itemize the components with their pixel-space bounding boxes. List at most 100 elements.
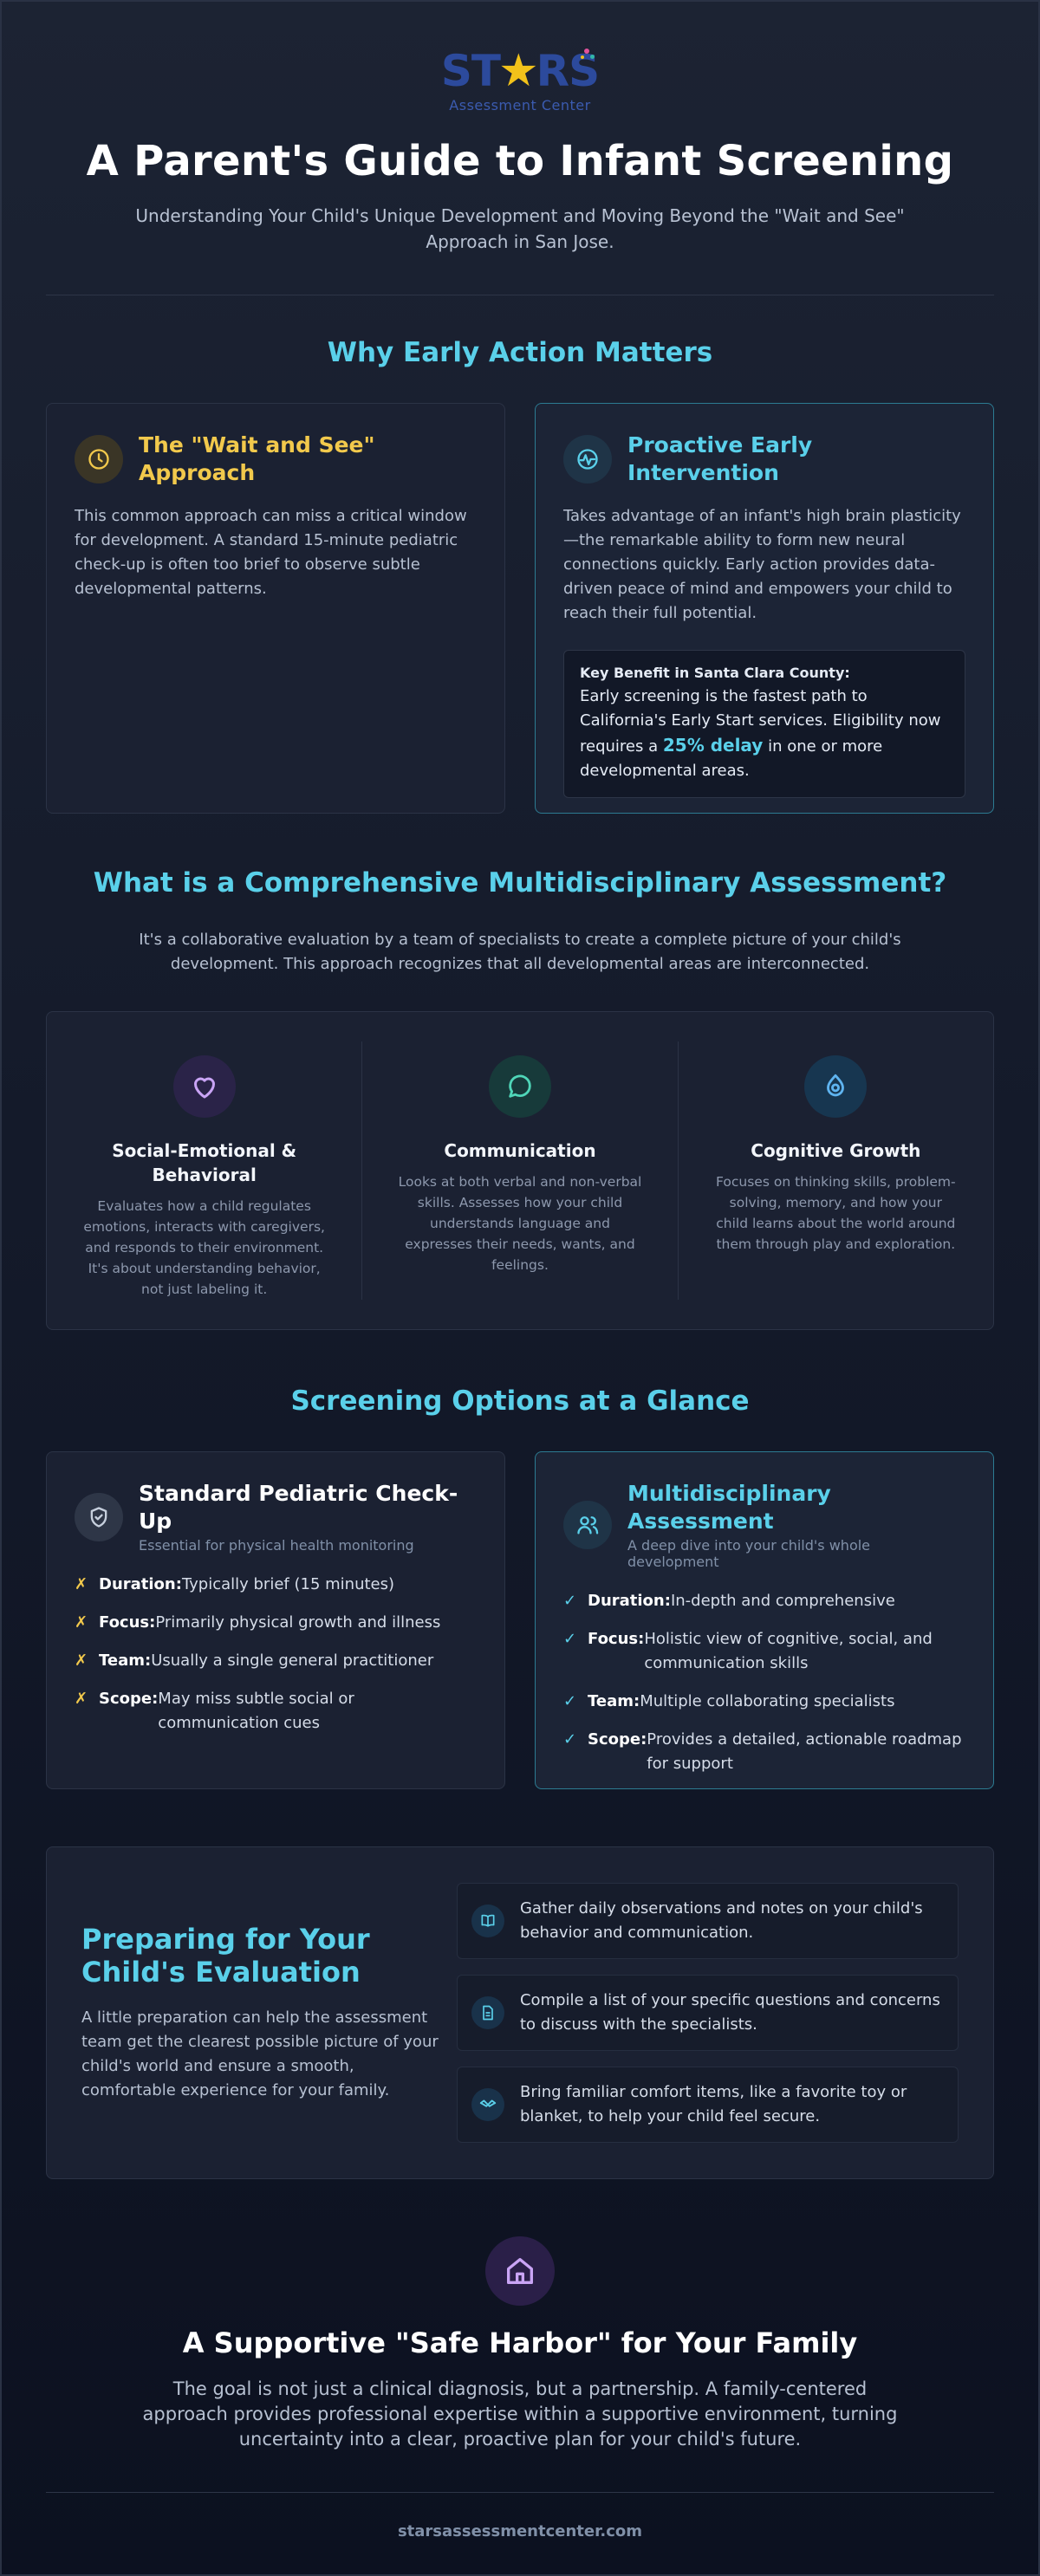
row-value: May miss subtle social or communication … [158,1690,354,1732]
users-icon [563,1501,612,1549]
page-header: ST★RS Assessment Center A Parent's Guide… [46,2,994,255]
row-value: Holistic view of cognitive, social, and … [644,1630,933,1672]
x-mark-icon: ✗ [75,1575,88,1593]
pillar-title: Cognitive Growth [751,1140,921,1161]
safe-harbor-text: The goal is not just a clinical diagnosi… [142,2378,898,2449]
list-item: ✓ Focus:Holistic view of cognitive, socia… [563,1627,965,1676]
clock-icon [75,435,123,483]
row-key: Scope: [99,1690,159,1708]
multi-card-subtitle: A deep dive into your child's whole deve… [627,1537,871,1570]
page-container: ST★RS Assessment Center A Parent's Guide… [46,2,994,2540]
logo-wordmark: ST★RS [440,45,601,97]
row-key: Focus: [99,1613,156,1632]
logo-sparkle-dots [579,47,596,64]
check-mark-icon: ✓ [563,1630,577,1648]
home-icon [485,2236,555,2306]
row-value: Typically brief (15 minutes) [181,1575,395,1593]
multi-card-title: Multidisciplinary Assessment [627,1481,831,1534]
lightbulb-icon [804,1055,868,1118]
pillar-text: Looks at both verbal and non-verbal skil… [398,1174,642,1273]
logo-word-left: ST [440,46,501,96]
chat-bubble-icon [488,1055,551,1118]
safe-harbor-title: A Supportive "Safe Harbor" for Your Fami… [182,2326,858,2359]
why-early-cards: The "Wait and See" Approach This common … [46,403,994,814]
standard-card-heading: Standard Pediatric Check-Up Essential fo… [139,1480,477,1554]
wait-card-header: The "Wait and See" Approach [75,431,477,487]
check-mark-icon: ✓ [563,1692,577,1710]
list-item: ✓Scope:Provides a detailed, actionable r… [563,1728,965,1776]
multi-card-list: ✓Duration:In-depth and comprehensive ✓ Fo… [563,1589,965,1776]
row-value: Multiple collaborating specialists [640,1692,895,1710]
preparation-text: A little preparation can help the assess… [81,2008,439,2099]
row-key: Duration: [588,1592,671,1610]
row-value: Usually a single general practitioner [151,1651,434,1670]
list-item: ✗Scope:May miss subtle social or communi… [75,1687,477,1736]
list-item: ✓ Team:Multiple collaborating specialists [563,1690,965,1714]
multi-card-header: Multidisciplinary Assessment A deep dive… [563,1480,965,1570]
pillar-title: Communication [444,1140,596,1161]
preparation-title: Preparing for Your Child's Evaluation [81,1923,370,1989]
star-icon: ★ [498,45,539,97]
list-item: ✓Duration:In-depth and comprehensive [563,1589,965,1613]
key-benefit-box: Key Benefit in Santa Clara County: Early… [563,650,965,798]
row-key: Focus: [588,1630,645,1648]
list-item: Gather daily observations and notes on y… [456,1883,959,1959]
assessment-pillars: Social-Emotional & Behavioral Evaluates … [46,1011,994,1330]
checklist-item-text: Bring familiar comfort items, like a fav… [519,2083,907,2125]
pillar-communication: Communication Looks at both verbal and n… [361,1041,677,1300]
preparation-section: Preparing for Your Child's Evaluation A … [46,1846,994,2179]
list-item: ✗ Duration:Typically brief (15 minutes) [75,1573,477,1597]
page-title: A Parent's Guide to Infant Screening [86,137,954,185]
key-benefit-text-after: in one or more developmental areas. [580,737,883,780]
pillar-title: Social-Emotional & Behavioral [112,1140,297,1185]
pillar-text: Evaluates how a child regulates emotions… [83,1198,325,1297]
row-value: Provides a detailed, actionable roadmap … [647,1730,962,1773]
safe-harbor-section: A Supportive "Safe Harbor" for Your Fami… [46,2236,994,2452]
row-key: Scope: [588,1730,647,1749]
preparation-intro: Preparing for Your Child's Evaluation A … [81,1923,441,2103]
document-icon [471,1996,504,2029]
standard-card-list: ✗ Duration:Typically brief (15 minutes) ✗… [75,1573,477,1736]
key-benefit-text-before: Early screening is the fastest path to C… [580,687,941,756]
multi-card-heading: Multidisciplinary Assessment A deep dive… [627,1480,965,1570]
row-key: Team: [588,1692,640,1710]
list-item: Compile a list of your specific question… [456,1975,959,2051]
checklist-item-text: Gather daily observations and notes on y… [519,1899,923,1942]
heart-icon [172,1055,236,1118]
x-mark-icon: ✗ [75,1613,88,1632]
pillar-cognitive: Cognitive Growth Focuses on thinking ski… [677,1041,993,1300]
wait-card-body: This common approach can miss a critical… [75,507,467,598]
multidisciplinary-card: Multidisciplinary Assessment A deep dive… [535,1451,994,1789]
list-item: Bring familiar comfort items, like a fav… [456,2067,959,2143]
row-value: Primarily physical growth and illness [155,1613,441,1632]
row-key: Team: [99,1651,152,1670]
shield-check-icon [75,1492,123,1541]
proactive-intervention-card: Proactive Early Intervention Takes advan… [535,403,994,814]
handshake-icon [471,2088,504,2121]
key-benefit-highlight: 25% delay [662,735,764,756]
proactive-card-header: Proactive Early Intervention [563,431,965,487]
wait-card-title: The "Wait and See" Approach [139,432,375,485]
list-item: ✗ Team:Usually a single general practitio… [75,1649,477,1673]
logo-word-right: RS [536,46,601,96]
row-key: Duration: [99,1575,182,1593]
logo-tagline: Assessment Center [449,97,591,114]
standard-card-subtitle: Essential for physical health monitoring [139,1537,414,1554]
section-title-screening-options: Screening Options at a Glance [290,1385,750,1417]
standard-checkup-card: Standard Pediatric Check-Up Essential fo… [46,1451,505,1789]
brain-wave-icon [563,435,612,483]
key-benefit-label: Key Benefit in Santa Clara County: [580,665,850,681]
section-title-why-early: Why Early Action Matters [327,337,713,368]
proactive-card-body: Takes advantage of an infant's high brai… [563,507,961,622]
checklist-item-text: Compile a list of your specific question… [519,1991,940,2034]
assessment-description: It's a collaborative evaluation by a tea… [139,931,901,973]
standard-card-header: Standard Pediatric Check-Up Essential fo… [75,1480,477,1554]
footer-website-link[interactable]: starsassessmentcenter.com [397,2522,643,2540]
pillar-text: Focuses on thinking skills, problem-solv… [716,1174,956,1252]
stars-logo: ST★RS Assessment Center [440,45,601,118]
pillar-social-emotional: Social-Emotional & Behavioral Evaluates … [47,1041,361,1300]
proactive-card-title: Proactive Early Intervention [627,432,813,485]
x-mark-icon: ✗ [75,1651,88,1670]
screening-options-cards: Standard Pediatric Check-Up Essential fo… [46,1451,994,1789]
